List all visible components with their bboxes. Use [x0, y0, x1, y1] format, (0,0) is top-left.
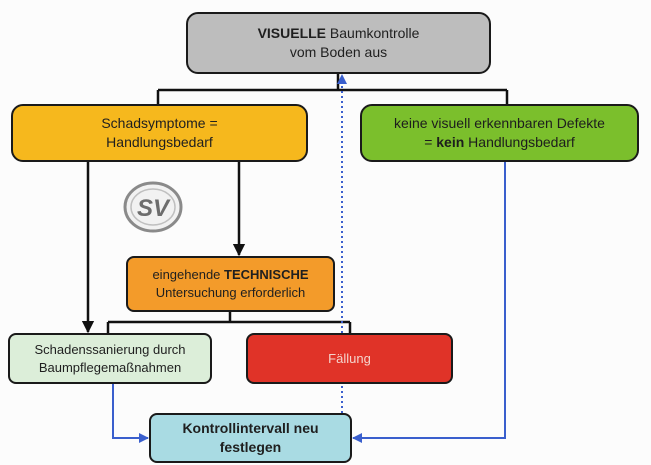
connector-technical-branch: [106, 312, 352, 333]
inspection-interval-box: Kontrollintervall neu festlegen: [149, 413, 352, 463]
arrow-repair-to-interval: [112, 384, 149, 443]
logo-text: SV: [137, 195, 171, 222]
no-defects-line-1: keine visuell erkennbaren Defekte: [394, 115, 605, 132]
connector-top-branch: [156, 74, 509, 104]
technical-emphasis: TECHNISCHE: [224, 267, 309, 283]
visual-box-line-1: VISUELLE Baumkontrolle: [258, 24, 420, 43]
visual-inspection-box: VISUELLE Baumkontrolle vom Boden aus: [186, 12, 491, 74]
no-defects-prefix: =: [424, 134, 437, 150]
no-defects-suffix: Handlungsbedarf: [464, 134, 575, 150]
damage-repair-box: Schadenssanierung durch Baumpflegemaßnah…: [8, 333, 212, 384]
technical-examination-box: eingehende TECHNISCHE Untersuchung erfor…: [126, 256, 335, 312]
visual-box-line-2: vom Boden aus: [289, 44, 388, 60]
no-defects-box: keine visuell erkennbaren Defekte = kein…: [360, 104, 639, 162]
damage-box-line-2: Handlungsbedarf: [106, 134, 213, 150]
technical-line-1: eingehende TECHNISCHE: [152, 266, 308, 284]
damage-symptoms-box: Schadsymptome = Handlungsbedarf: [11, 104, 308, 162]
technical-line-2: Untersuchung erforderlich: [155, 285, 306, 300]
sv-logo-icon: SV: [123, 181, 183, 233]
repair-line-1: Schadenssanierung durch: [34, 341, 186, 357]
no-defects-line-2: = kein Handlungsbedarf: [424, 133, 575, 152]
technical-prefix: eingehende: [152, 267, 225, 283]
damage-box-line-1: Schadsymptome =: [101, 115, 218, 132]
interval-line-1: Kontrollintervall neu: [182, 420, 319, 437]
repair-line-2: Baumpflegemaßnahmen: [38, 359, 182, 375]
visual-emphasis: VISUELLE: [257, 25, 327, 42]
felling-box: Fällung: [246, 333, 453, 384]
interval-line-2: festlegen: [219, 439, 282, 455]
arrow-nodefect-to-interval: [352, 162, 506, 443]
no-defects-emphasis: kein: [436, 134, 465, 150]
visual-text-1: Baumkontrolle: [326, 25, 420, 42]
felling-label: Fällung: [328, 350, 371, 366]
